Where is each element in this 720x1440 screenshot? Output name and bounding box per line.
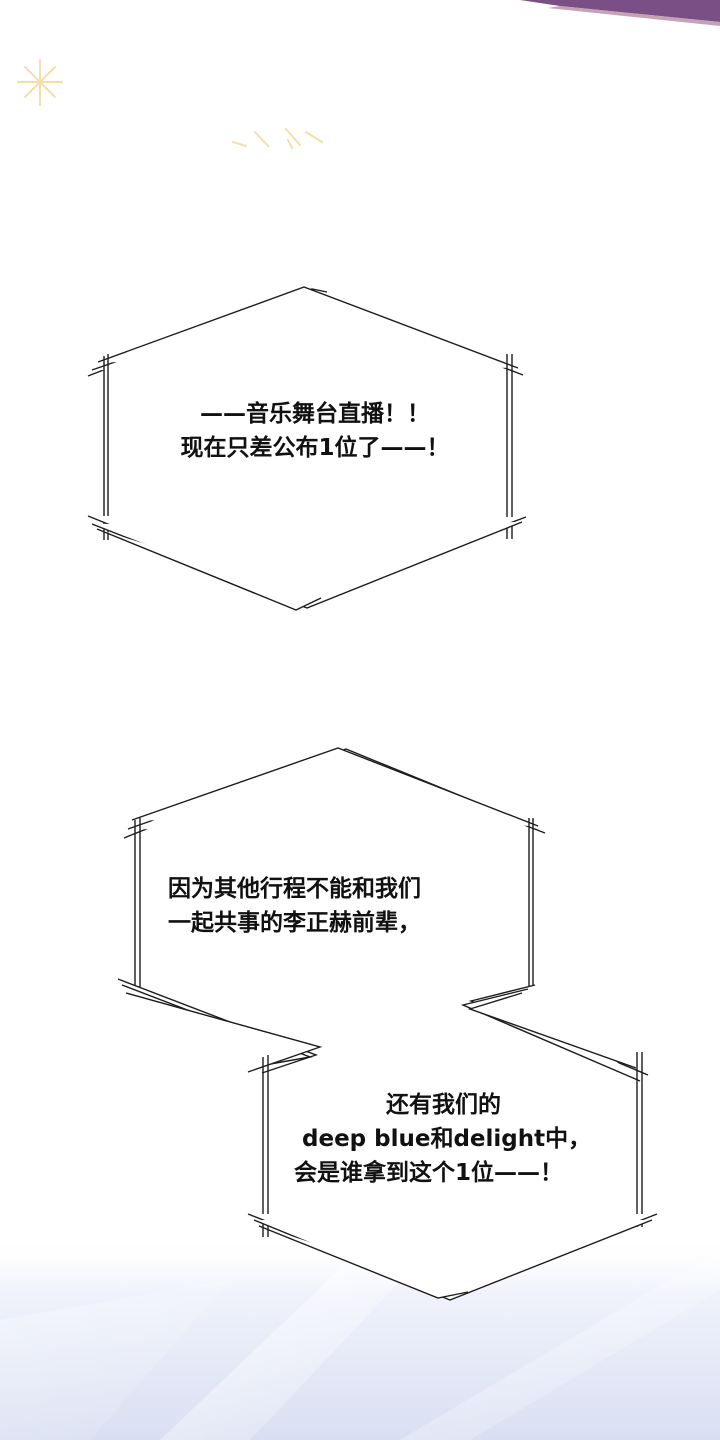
speech-line: deep blue和delight中， (302, 1126, 592, 1152)
speech-bubble-1-outline (87, 286, 527, 611)
speech-bubble-2-3-outline (117, 747, 658, 1301)
speech-line: 还有我们的 (386, 1092, 501, 1118)
speech-bubble-3-text: 还有我们的 deep blue和delight中， 会是谁拿到这个1位——！ (294, 1088, 624, 1190)
speech-bubble-1-text: ——音乐舞台直播！！ 现在只差公布1位了——！ (150, 397, 480, 465)
speech-line: 会是谁拿到这个1位——！ (294, 1160, 564, 1186)
speech-bubble-2-text: 因为其他行程不能和我们 一起共事的李正赫前辈， (168, 872, 508, 940)
speech-line: 因为其他行程不能和我们 (168, 876, 421, 902)
speech-line: 一起共事的李正赫前辈， (168, 910, 421, 936)
speech-line: ——音乐舞台直播！！ (200, 401, 430, 427)
sparkle-decoration (17, 59, 323, 149)
top-purple-edge (520, 0, 720, 22)
speech-line: 现在只差公布1位了——！ (180, 435, 450, 461)
